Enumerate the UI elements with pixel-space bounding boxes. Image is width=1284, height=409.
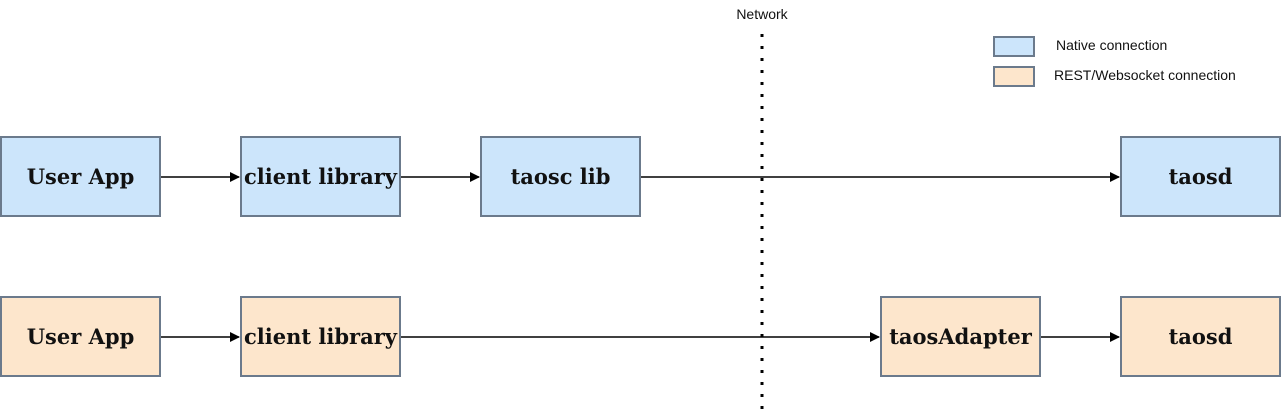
native-user-app-node: User App bbox=[0, 136, 161, 217]
native-taosc-lib-node: taosc lib bbox=[480, 136, 641, 217]
rest-taosadapter-node: taosAdapter bbox=[880, 296, 1041, 377]
rest-client-library-node: client library bbox=[240, 296, 401, 377]
legend-rest-label: REST/Websocket connection bbox=[1054, 67, 1236, 83]
legend-rest-swatch bbox=[993, 66, 1035, 87]
legend-native-swatch bbox=[993, 36, 1035, 57]
rest-user-app-node: User App bbox=[0, 296, 161, 377]
legend-native-label: Native connection bbox=[1056, 37, 1168, 53]
rest-taosd-node: taosd bbox=[1120, 296, 1281, 377]
native-client-library-node: client library bbox=[240, 136, 401, 217]
native-taosd-node: taosd bbox=[1120, 136, 1281, 217]
network-label: Network bbox=[736, 6, 788, 22]
